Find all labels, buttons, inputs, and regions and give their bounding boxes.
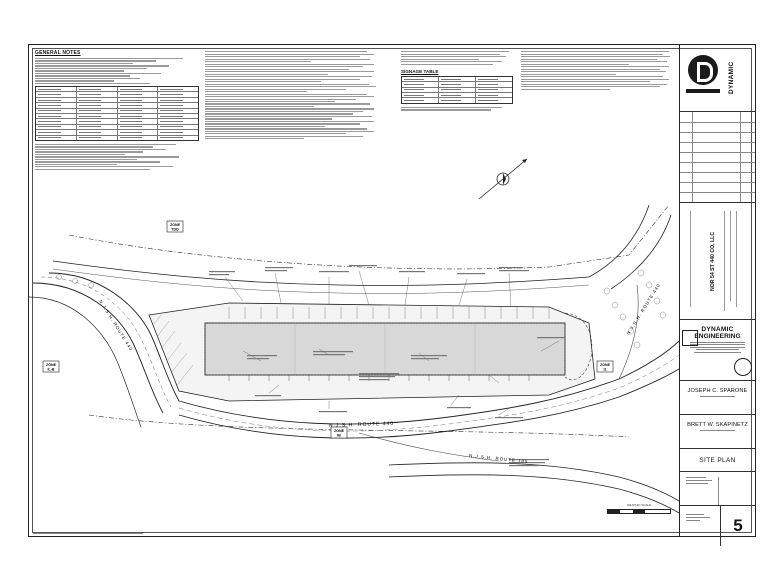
notes-column-2 [205, 50, 381, 141]
signage-table [401, 75, 513, 104]
sheet-inner-border [32, 48, 752, 533]
engineer-1-block: JOSEPH C. SPARONE [680, 388, 755, 415]
sheet-number-block: 5 [680, 506, 755, 546]
title-block: DYNAMIC NOR 54 ST 440 CO, LLC DYNAMIC EN… [679, 45, 755, 546]
zoning-table [35, 86, 199, 141]
road-label-route-440-main: N.J.S.H. ROUTE 440 [329, 421, 394, 429]
zone-bottom-label: ZONE [334, 429, 345, 433]
general-notes-title: GENERAL NOTES [35, 50, 81, 56]
zone-tdd-label: ZONE [170, 223, 181, 227]
company-logo: DYNAMIC [680, 45, 755, 112]
project-title: NOR 54 ST 440 CO, LLC [710, 231, 716, 291]
notes-column-4 [521, 50, 675, 91]
engineering-firm-block: DYNAMIC ENGINEERING [680, 326, 755, 381]
road-label-route-440-right: N.J.S.H. ROUTE 440 [626, 282, 662, 335]
graphic-scale: GRAPHIC SCALE [607, 503, 671, 514]
engineer-2-name: BRETT W. SKAPINETZ [687, 422, 748, 428]
zone-right-label: ZONE [600, 363, 611, 367]
firm-name: DYNAMIC [701, 326, 734, 333]
site-plan-drawing: ZONE TDD ZONE IL-B ZONE I1 ZONE IB N.J.S… [29, 204, 679, 514]
north-arrow-icon [478, 158, 528, 200]
company-name-vertical: DYNAMIC [728, 61, 735, 95]
zone-bottom-sub: IB [337, 434, 341, 438]
dynamic-logo-icon [688, 55, 718, 85]
signage-column: SIGNAGE TABLE [401, 50, 513, 112]
drawing-sheet: GENERAL NOTES [28, 44, 756, 546]
project-info-block: NOR 54 ST 440 CO, LLC [680, 203, 755, 320]
road-label-route-185: N.J.S.H. ROUTE 185 [469, 453, 529, 464]
graphic-scale-label: GRAPHIC SCALE [626, 503, 652, 507]
left-margin-notes [6, 46, 24, 536]
road-label-left-highway: N.J.S.H. ROUTE 440 [98, 299, 134, 352]
engineer-2-block: BRETT W. SKAPINETZ [680, 422, 755, 449]
engineer-1-name: JOSEPH C. SPARONE [687, 388, 748, 394]
zone-right-sub: I1 [604, 368, 607, 372]
sheet-number: 5 [733, 516, 743, 535]
sheet-meta-block [680, 477, 755, 506]
zone-ib-sub: IL-B [48, 368, 55, 372]
sheet-title-block: SITE PLAN [680, 449, 755, 472]
general-notes-block: GENERAL NOTES [35, 50, 199, 171]
zone-tdd-sub: TDD [171, 228, 179, 232]
signage-table-title: SIGNAGE TABLE [401, 68, 439, 74]
firm-name-2: ENGINEERING [694, 333, 741, 340]
copyright-line [33, 533, 143, 534]
revision-block [680, 112, 755, 203]
zone-ib-label: ZONE [46, 363, 57, 367]
sheet-title: SITE PLAN [699, 456, 736, 464]
